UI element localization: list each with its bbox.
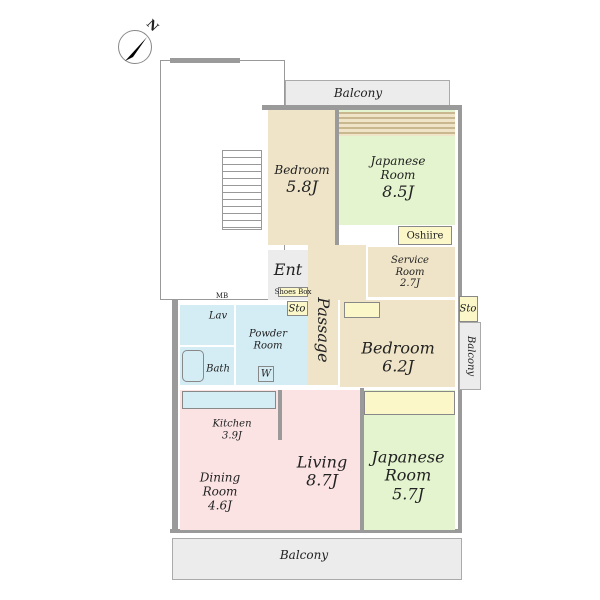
service-name: Service Room [391,254,429,278]
lav-label: Lav [208,310,228,322]
wall-segment [262,105,462,110]
washer-label: W [260,368,272,380]
washer [258,366,274,382]
service-size: 2.7J [400,277,420,289]
living-size: 8.7J [306,471,338,490]
living-dining[interactable] [180,390,360,530]
oshiire-label: Oshiire [406,230,444,242]
ent-label: Ent [273,259,303,279]
living-name: Living [296,452,348,472]
north-arrow-icon [125,37,147,61]
balcony-side [459,322,481,390]
stairs [222,150,262,230]
wall-segment [172,300,178,533]
balcony-bottom-label: Balcony [279,548,329,563]
wall-segment [360,388,364,530]
wall-segment [335,110,339,250]
kitchen-counter [182,391,276,409]
kitchen-name: Kitchen [212,418,252,430]
balcony-top-label: Balcony [333,86,383,101]
dining-size: 4.6J [208,497,232,512]
bedroom-5.8j[interactable] [268,110,335,245]
wall-segment [308,295,338,385]
bath[interactable] [180,347,234,385]
powder-room[interactable] [236,305,308,385]
balcony-bottom [172,538,462,580]
service-room[interactable] [368,247,455,297]
powder-name: Powder Room [248,328,288,352]
japanese1-size: 8.5J [382,181,414,201]
japanese1-name: Japanese Room [370,154,426,182]
closet-japanese2[interactable] [364,391,455,415]
shoes-box-label: Shoes Box [274,287,312,296]
bedroom2-size: 6.2J [382,357,414,376]
passage-label: Passage [314,297,334,363]
compass [118,30,152,64]
wall-segment [170,58,240,63]
bath-label: Bath [206,363,230,375]
mb-label: MB [215,291,229,300]
bathtub [182,350,204,382]
bedroom2-name: Bedroom [361,338,435,358]
sto1-label: Sto [288,303,306,315]
storage-1[interactable] [287,301,308,316]
wall-segment [278,390,282,440]
bedroom1-name: Bedroom [274,162,330,177]
bedroom1-size: 5.8J [286,176,318,196]
dining-name: Dining Room [199,470,241,499]
wall-segment [339,112,455,136]
sto2-label: Sto [459,303,477,315]
kitchen-size: 3.9J [222,430,242,441]
oshiire[interactable] [398,226,452,245]
japanese2-size: 5.7J [392,484,424,504]
lavatory[interactable] [180,305,234,345]
closet-bedroom2[interactable] [344,302,380,318]
balcony-side-label: Balcony [464,335,476,377]
shoes-box[interactable] [278,287,308,297]
powder-label: Powder Room [249,329,287,352]
passage[interactable] [308,245,366,300]
japanese2-name: Japanese Room [371,447,445,485]
storage-2[interactable] [459,296,478,322]
